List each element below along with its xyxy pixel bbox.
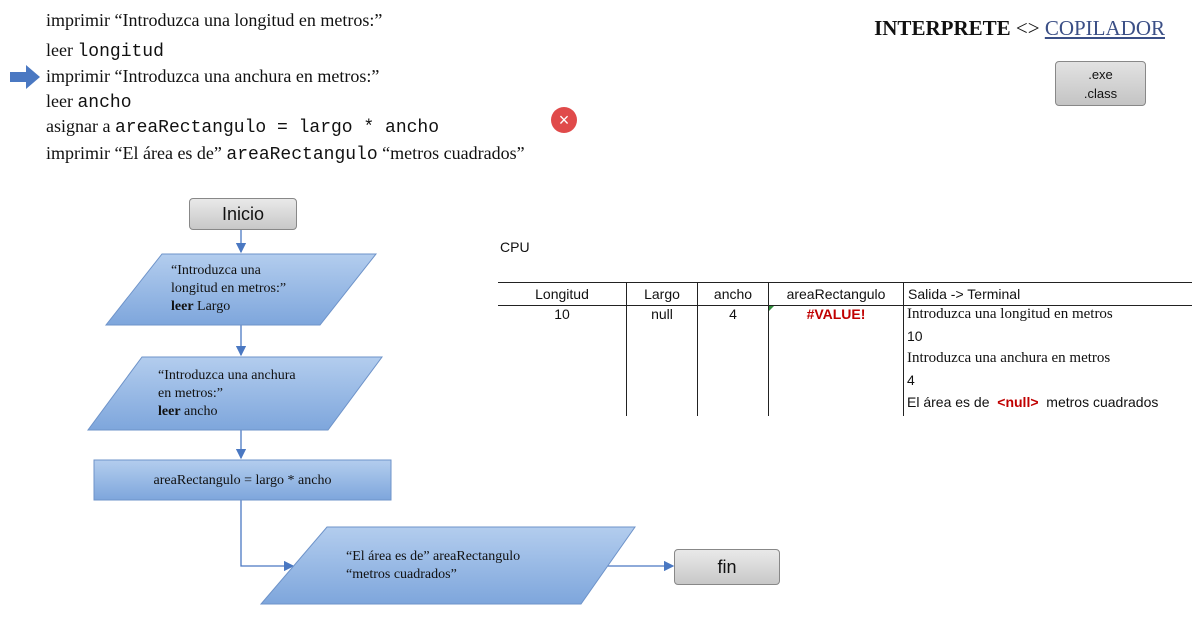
exe-class-box: .exe .class bbox=[1055, 61, 1146, 106]
input1-text: “Introduzca una longitud en metros:” lee… bbox=[171, 263, 287, 314]
code-line-4: leer ancho bbox=[46, 91, 132, 113]
output-line-5: El área es de <null> metros cuadrados bbox=[903, 394, 1192, 416]
start-node: Inicio bbox=[189, 198, 297, 230]
output-text: “El área es de” areaRectangulo “metros c… bbox=[346, 549, 521, 582]
output-line-4: 4 bbox=[903, 372, 1192, 394]
code-line-2: leer longitud bbox=[46, 40, 164, 62]
header-largo: Largo bbox=[626, 282, 698, 306]
end-node: fin bbox=[674, 549, 780, 585]
separator: <> bbox=[1015, 16, 1040, 40]
output-line-3: Introduzca una anchura en metros bbox=[903, 350, 1192, 372]
error-x-icon: × bbox=[551, 107, 577, 133]
table-row: 4 bbox=[498, 372, 1192, 394]
input-shape-longitud bbox=[104, 253, 378, 326]
cpu-header-row: Longitud Largo ancho areaRectangulo Sali… bbox=[498, 282, 1192, 306]
connector-process-output bbox=[240, 500, 295, 572]
cpu-label: CPU bbox=[500, 239, 530, 255]
table-row: 10 bbox=[498, 328, 1192, 350]
table-row: 10 null 4 #VALUE! Introduzca una longitu… bbox=[498, 305, 1192, 328]
value-longitud: 10 bbox=[554, 306, 570, 322]
header-longitud: Longitud bbox=[498, 282, 627, 306]
output-line-1: Introduzca una longitud en metros bbox=[903, 305, 1192, 328]
interprete-label: INTERPRETE bbox=[874, 16, 1011, 40]
compilador-link[interactable]: COPILADOR bbox=[1044, 16, 1165, 40]
input-shape-anchura bbox=[87, 356, 383, 431]
header-area: areaRectangulo bbox=[768, 282, 904, 306]
table-row: El área es de <null> metros cuadrados bbox=[498, 394, 1192, 416]
interpreter-compiler-header: INTERPRETE <> COPILADOR bbox=[874, 16, 1165, 41]
cpu-memory-table: Longitud Largo ancho areaRectangulo Sali… bbox=[498, 282, 1192, 416]
process-text: areaRectangulo = largo * ancho bbox=[153, 473, 332, 488]
output-shape bbox=[259, 526, 636, 605]
code-line-5: asignar a areaRectangulo = largo * ancho bbox=[46, 116, 440, 138]
header-salida: Salida -> Terminal bbox=[903, 282, 1192, 306]
input2-text: “Introduzca una anchura en metros:” leer… bbox=[158, 368, 296, 419]
value-area: #VALUE! bbox=[768, 305, 904, 328]
process-shape bbox=[93, 459, 392, 501]
table-row: Introduzca una anchura en metros bbox=[498, 350, 1192, 372]
value-largo: null bbox=[626, 305, 698, 328]
value-ancho: 4 bbox=[697, 305, 769, 328]
output-line-2: 10 bbox=[903, 328, 1192, 350]
code-line-1: imprimir “Introduzca una longitud en met… bbox=[46, 10, 383, 30]
code-line-3: imprimir “Introduzca una anchura en metr… bbox=[46, 66, 380, 86]
header-ancho: ancho bbox=[697, 282, 769, 306]
code-line-6: imprimir “El área es de” areaRectangulo … bbox=[46, 143, 525, 165]
right-arrow-icon bbox=[10, 65, 40, 89]
